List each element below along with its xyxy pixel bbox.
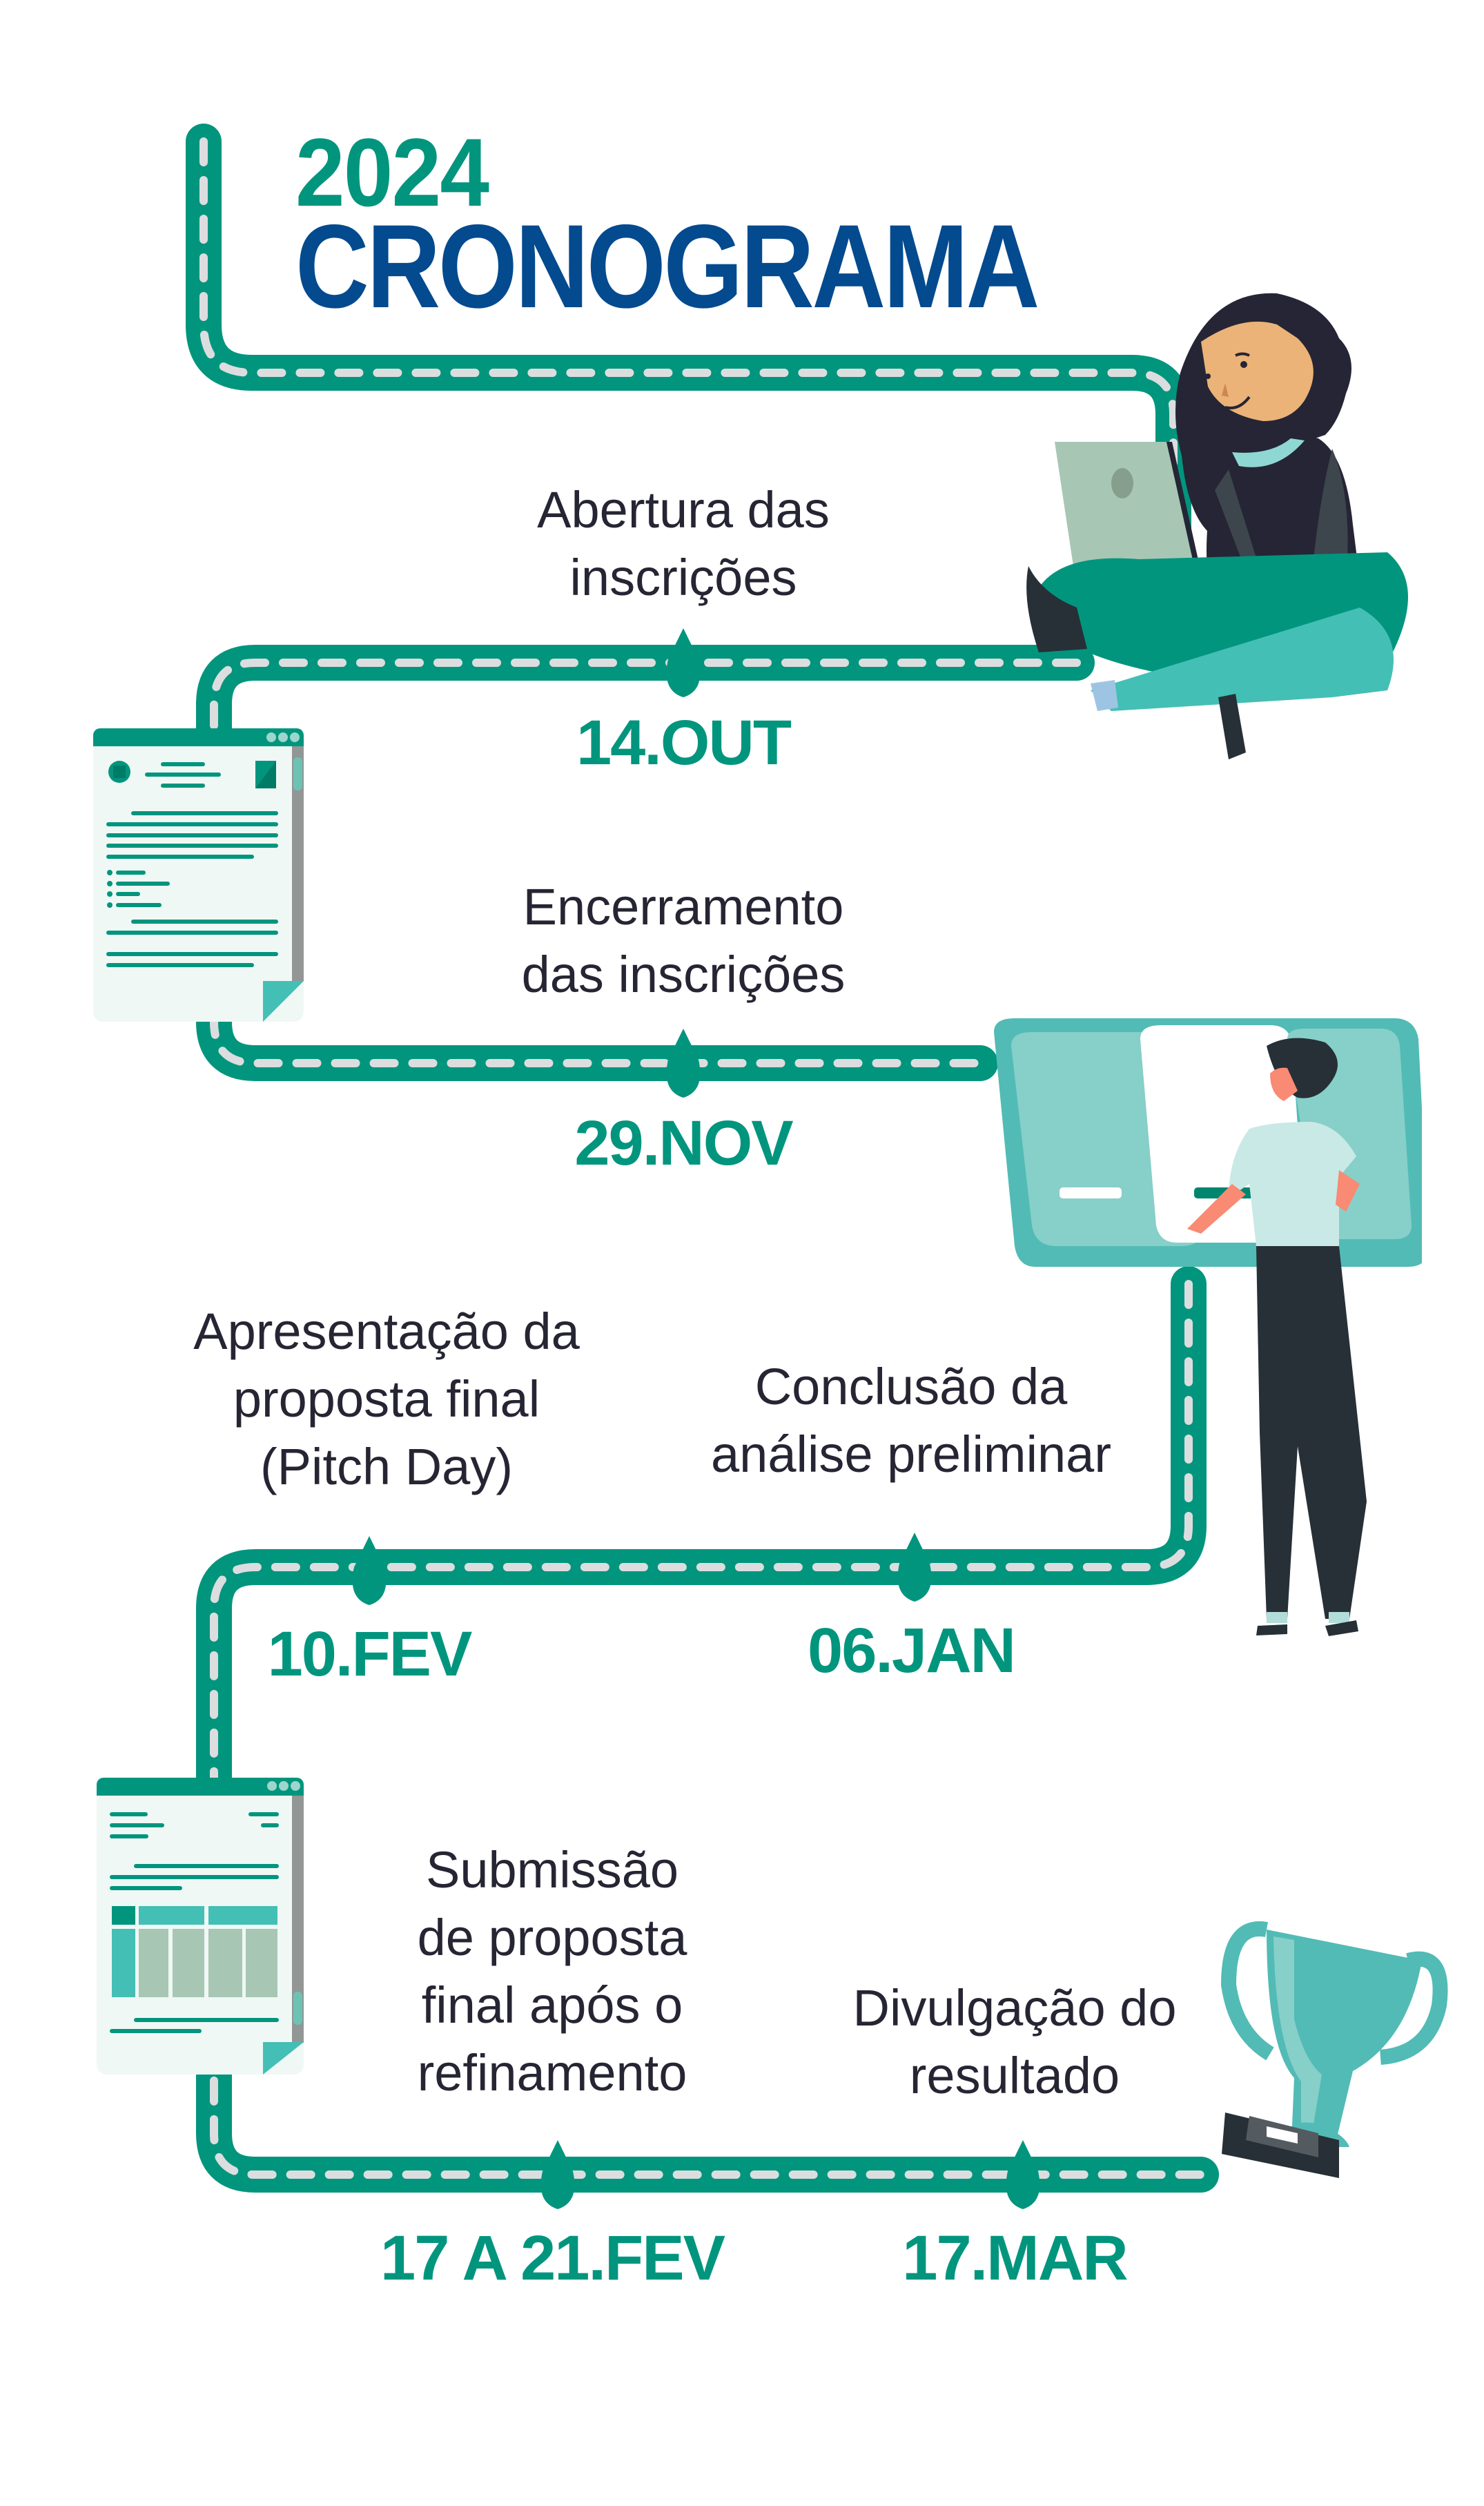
marker-14-out [666, 628, 701, 697]
document-icon [93, 728, 304, 1022]
event-label-abertura: Abertura das inscrições [537, 481, 830, 606]
document-table-icon [97, 1778, 304, 2075]
date-17-21-fev: 17 A 21.FEV [380, 2223, 725, 2293]
marker-06-jan [897, 1533, 932, 1602]
date-10-fev: 10.FEV [267, 1619, 473, 1689]
trophy-icon [1220, 1921, 1448, 2178]
date-29-nov: 29.NOV [574, 1108, 793, 1178]
man-board-illustration [994, 1018, 1422, 1636]
marker-10-fev [352, 1536, 387, 1605]
event-label-divulgacao: Divulgação do resultado [852, 1979, 1177, 2104]
date-06-jan: 06.JAN [808, 1615, 1016, 1686]
date-17-mar: 17.MAR [902, 2223, 1128, 2293]
event-label-conclusao: Conclusão da análise preliminar [711, 1358, 1111, 1483]
title-year: 2024 [295, 118, 489, 226]
marker-29-nov [666, 1029, 701, 1098]
event-label-submissao: Submissão de proposta final após o refin… [417, 1841, 687, 2101]
marker-17-21-fev [540, 2140, 575, 2209]
date-14-out: 14.OUT [576, 708, 792, 778]
marker-17-mar [1006, 2140, 1040, 2209]
woman-laptop-illustration [1026, 293, 1408, 759]
event-label-encerramento: Encerramento das inscrições [521, 878, 846, 1003]
page-title: CRONOGRAMA [295, 200, 1039, 333]
event-label-apresentacao: Apresentação da proposta final (Pitch Da… [193, 1303, 580, 1495]
